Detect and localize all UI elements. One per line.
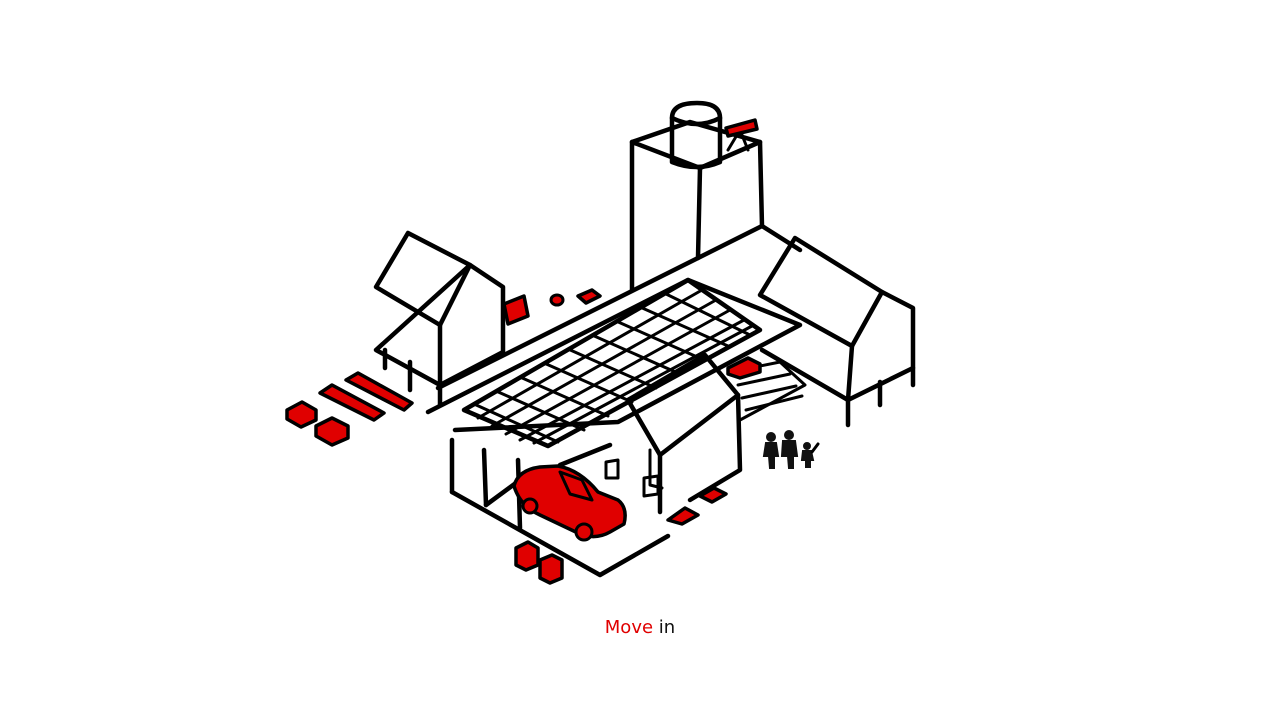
solar-panel xyxy=(461,277,763,449)
water-tower xyxy=(629,100,765,293)
car-wheel-back xyxy=(521,497,539,515)
tile xyxy=(576,288,602,305)
ball xyxy=(549,293,565,307)
caption-accent-word: Move xyxy=(604,617,654,638)
red-piece-2 xyxy=(698,486,728,504)
red-piece-1 xyxy=(666,506,700,526)
crate-near-house xyxy=(502,294,530,326)
box-front-1 xyxy=(514,540,540,572)
right-house xyxy=(757,235,916,428)
spine-roof xyxy=(425,223,803,433)
tower-bar xyxy=(724,118,759,138)
box-left-bottom xyxy=(314,416,350,447)
left-house xyxy=(373,230,506,408)
caption: Move in xyxy=(0,617,1280,638)
box-left-top xyxy=(285,400,318,429)
cushion xyxy=(726,356,762,380)
plank-2 xyxy=(318,383,386,422)
front-house xyxy=(604,352,743,515)
car-wheel-front xyxy=(574,522,594,542)
family-silhouettes xyxy=(762,430,820,469)
box-front-2 xyxy=(538,553,564,585)
car xyxy=(512,464,627,539)
caption-rest: in xyxy=(658,617,676,638)
plank-1 xyxy=(344,371,414,412)
